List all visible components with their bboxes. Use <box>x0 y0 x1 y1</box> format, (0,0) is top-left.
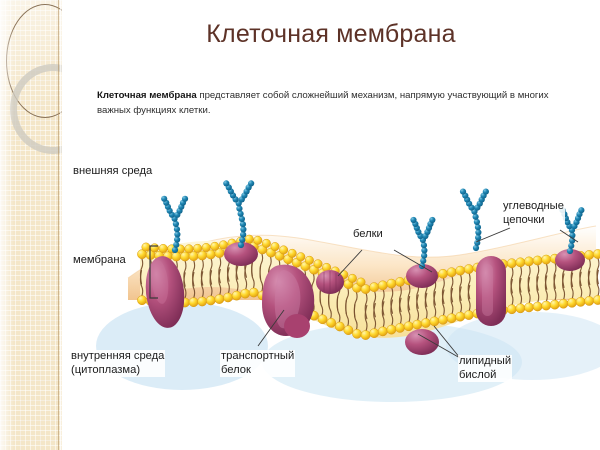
label-lipid-bilayer: липидный бислой <box>458 355 513 382</box>
integral-protein <box>316 270 344 294</box>
page-title: Клеточная мембрана <box>206 20 456 48</box>
sidebar-edge-line <box>58 0 59 450</box>
leader-lines <box>257 227 579 359</box>
sidebar-left-fade <box>0 0 14 450</box>
label-inner-environment: внутренняя среда (цитоплазма) <box>70 350 166 377</box>
label-outer-environment: внешняя среда <box>72 165 154 179</box>
lipid-bilayer <box>140 240 598 338</box>
intro-rest-text: представляет собой сложнейший механизм, … <box>97 90 549 116</box>
intro-paragraph: Клеточная мембрана представляет собой сл… <box>97 88 584 118</box>
label-carbohydrate-chains: углеводные цепочки <box>502 200 565 227</box>
label-membrane: мембрана <box>72 254 127 268</box>
label-transport-protein: транспортный белок <box>220 350 296 377</box>
membrane-bracket <box>149 245 158 299</box>
membrane-diagram: внешняя среда мембрана внутренняя среда … <box>62 150 600 450</box>
sidebar-edge-highlight <box>60 0 62 450</box>
integral-protein <box>145 256 185 328</box>
carbohydrate-chains <box>161 180 585 270</box>
intro-bold-term: Клеточная мембрана <box>97 90 197 101</box>
membrane-diagram-svg <box>96 180 600 402</box>
glycoprotein-anchor-protein <box>224 242 258 266</box>
integral-protein <box>406 264 438 288</box>
decorative-sidebar <box>0 0 62 450</box>
integral-protein <box>555 249 585 271</box>
label-proteins: белки <box>352 228 384 242</box>
channel-protein <box>405 256 506 355</box>
